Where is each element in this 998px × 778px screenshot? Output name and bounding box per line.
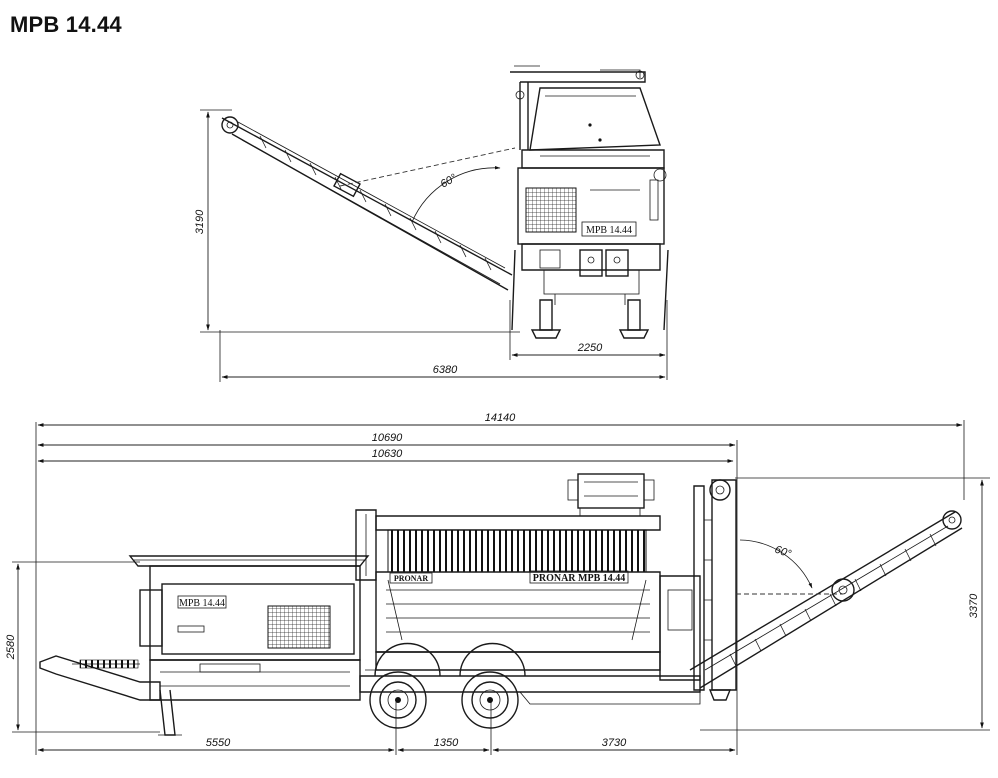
drawbar xyxy=(39,655,182,736)
dimension-length-a: 10690 xyxy=(37,432,738,755)
drum-section: PRONAR PRONAR MPB 14.44 xyxy=(375,473,661,671)
rear-nameplate: MPB 14.44 xyxy=(586,225,632,236)
dimension-label-1350: 1350 xyxy=(434,737,459,749)
page-title: MPB 14.44 xyxy=(10,12,122,37)
dimension-label-2250: 2250 xyxy=(577,342,603,354)
dimension-height-rear: 3190 xyxy=(194,109,520,333)
angle-label-rear: 60° xyxy=(439,172,460,191)
dimension-label-10630: 10630 xyxy=(372,448,403,460)
dimension-label-6380: 6380 xyxy=(433,364,458,376)
small-logo: PRONAR xyxy=(394,574,428,583)
dimension-label-14140: 14140 xyxy=(485,412,516,424)
dimension-length-b: 10630 xyxy=(37,448,734,463)
dimension-overall-length: 14140 xyxy=(35,412,965,755)
wheel-rear xyxy=(461,671,519,729)
dimension-label-2580: 2580 xyxy=(5,634,17,660)
dimension-label-10690: 10690 xyxy=(372,432,403,444)
rear-view: 3190 2250 6380 xyxy=(194,65,669,382)
dimension-height-body: 2580 xyxy=(5,561,160,733)
side-view: 14140 10690 10630 2580 3370 xyxy=(5,412,990,755)
machine-rear-body: MPB 14.44 xyxy=(510,65,669,339)
dimension-overall-rear: 6380 xyxy=(219,330,666,382)
hopper-section: MPB 14.44 xyxy=(128,509,377,701)
hopper-nameplate: MPB 14.44 xyxy=(179,598,225,609)
dimension-label-3730: 3730 xyxy=(602,737,627,749)
wheel-front xyxy=(369,671,427,729)
dimension-width-rear: 2250 xyxy=(509,300,668,380)
dimension-label-3370: 3370 xyxy=(968,593,980,618)
chassis xyxy=(359,642,701,705)
angle-label-side: 60° xyxy=(773,544,793,561)
side-conveyor-rear: 60° xyxy=(221,116,516,291)
dimension-axle-positions: 5550 1350 3730 xyxy=(37,700,736,755)
dimension-height-conveyor: 3370 xyxy=(700,477,990,731)
rear-tower xyxy=(659,479,737,701)
dimension-label-3190: 3190 xyxy=(194,209,206,234)
drum-nameplate: PRONAR MPB 14.44 xyxy=(533,573,626,584)
discharge-conveyor: 60° xyxy=(689,510,963,689)
dimension-label-5550: 5550 xyxy=(206,737,231,749)
